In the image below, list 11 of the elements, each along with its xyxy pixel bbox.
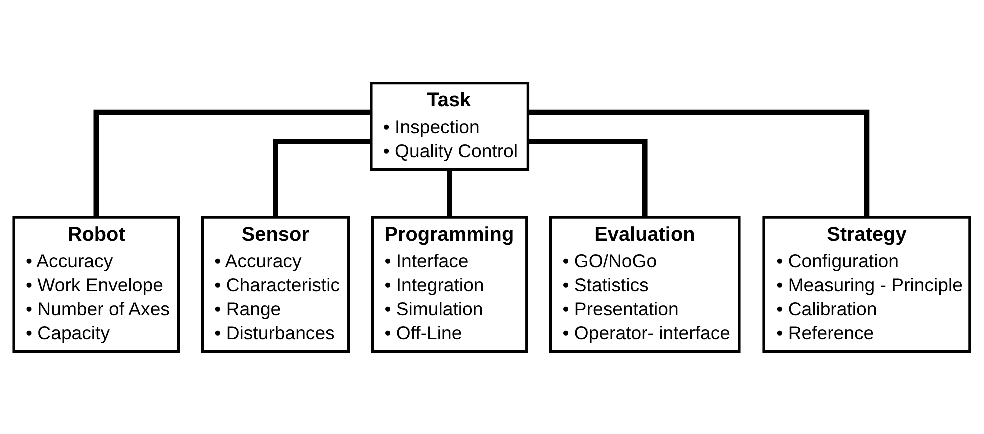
node-box: Sensor • Accuracy • Characteristic • Range • Disturbances: [201, 216, 350, 353]
node-box: Evaluation • GO/NoGo • Statistics • Presentation • Operator- interface: [549, 216, 741, 353]
connector: [528, 109, 870, 217]
connector: [94, 109, 372, 217]
node-box: Task • Inspection • Quality Control: [370, 81, 530, 170]
connector: [273, 138, 371, 217]
connector: [528, 138, 648, 217]
connector: [447, 169, 452, 217]
node-box: Strategy • Configuration • Measuring - Principle • Calibration • Reference: [762, 216, 972, 353]
node-box: Programming • Interface • Integration • Simulation • Off-Line: [371, 216, 528, 353]
node-box: Robot • Accuracy • Work Envelope • Number of Axes • Capacity: [12, 216, 180, 353]
